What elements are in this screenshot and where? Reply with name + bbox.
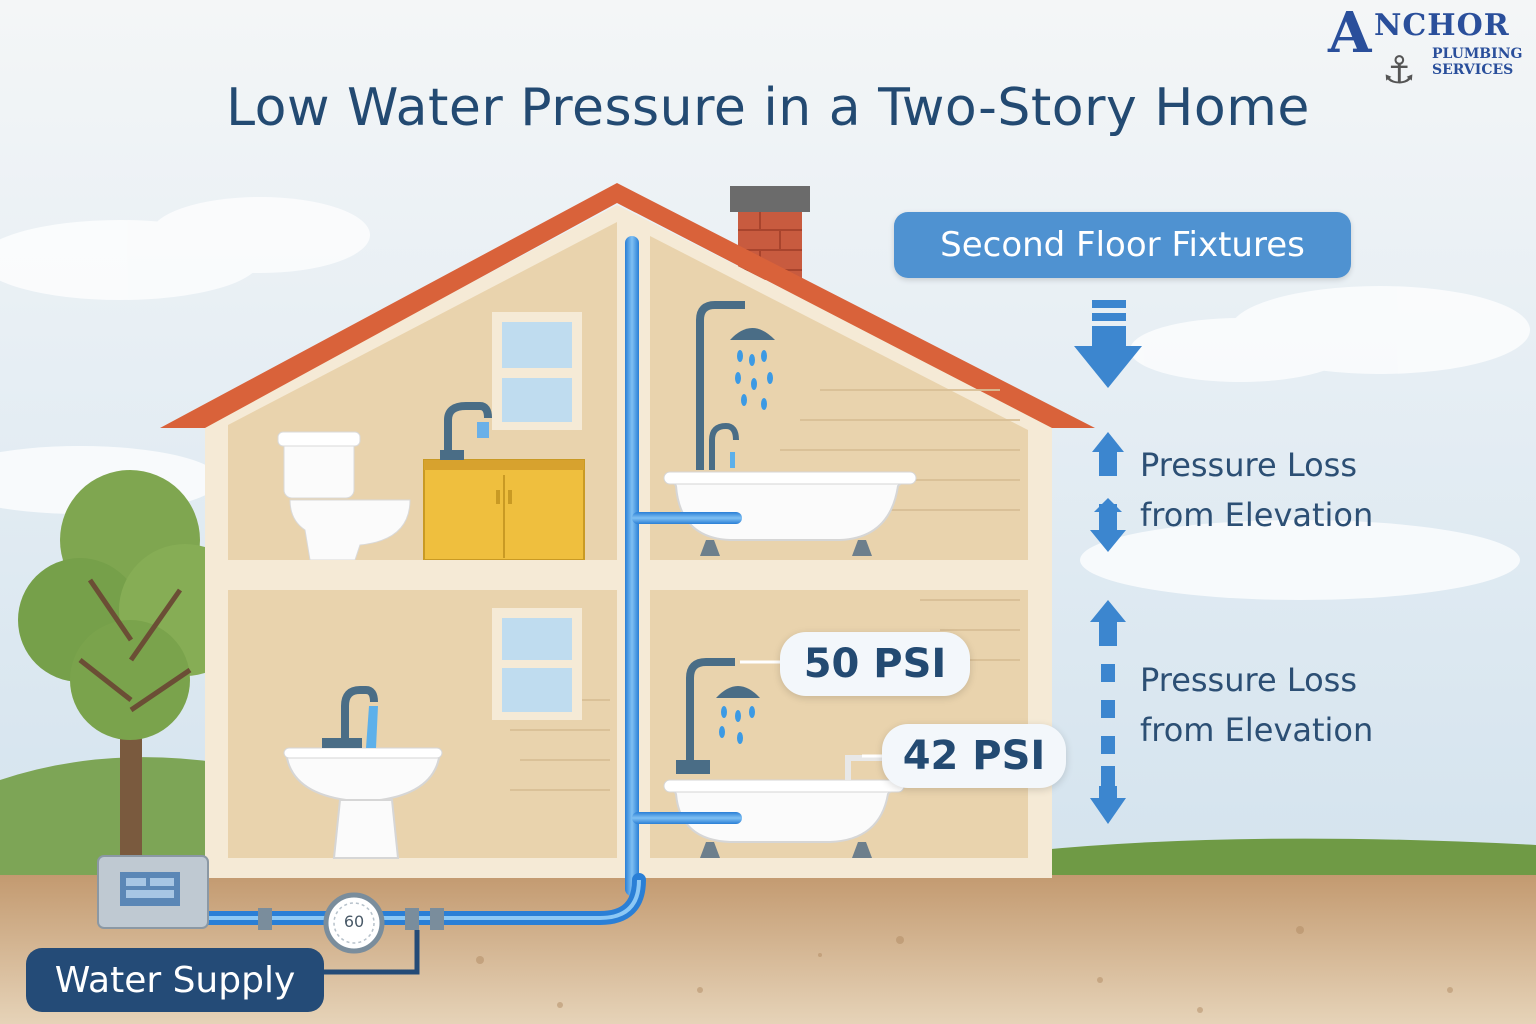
elevation-arrows-1 bbox=[1090, 432, 1126, 552]
pressure-loss-1-line1: Pressure Loss bbox=[1140, 446, 1357, 484]
window-upper bbox=[492, 312, 582, 430]
pressure-loss-2-line2: from Elevation bbox=[1140, 711, 1374, 749]
pedestal-sink bbox=[283, 686, 443, 859]
right-grass bbox=[1040, 838, 1536, 880]
page-title: Low Water Pressure in a Two-Story Home bbox=[226, 78, 1310, 138]
down-arrow-top bbox=[1074, 300, 1142, 388]
elevation-arrows-2 bbox=[1090, 600, 1126, 824]
company-logo: A NCHOR ⚓ PLUMBING SERVICES bbox=[1328, 0, 1532, 96]
pressure-loss-1-line2: from Elevation bbox=[1140, 496, 1374, 534]
pressure-gauge bbox=[323, 892, 385, 954]
pressure-loss-2-line1: Pressure Loss bbox=[1140, 661, 1357, 699]
psi-upper-badge: 50 PSI bbox=[780, 632, 970, 696]
window-lower bbox=[492, 608, 582, 720]
pressure-loss-note-2: Pressure Loss from Elevation bbox=[1140, 655, 1373, 755]
logo-name: NCHOR bbox=[1374, 8, 1510, 43]
logo-tagline: PLUMBING SERVICES bbox=[1432, 46, 1522, 78]
gauge-reading: 60 bbox=[343, 912, 365, 931]
lower-shower bbox=[676, 658, 760, 774]
pressure-loss-note-1: Pressure Loss from Elevation bbox=[1140, 440, 1373, 540]
logo-initial: A bbox=[1328, 0, 1372, 66]
lower-bathtub bbox=[663, 755, 905, 858]
toilet bbox=[277, 431, 411, 561]
vanity-cabinet bbox=[423, 402, 585, 561]
water-meter-box bbox=[97, 855, 209, 929]
logo-line-plumbing: PLUMBING bbox=[1432, 46, 1523, 62]
upper-shower bbox=[696, 301, 775, 470]
water-supply-label: Water Supply bbox=[26, 948, 324, 1012]
psi-lower-badge: 42 PSI bbox=[882, 724, 1066, 788]
anchor-icon: ⚓ bbox=[1382, 48, 1417, 92]
second-floor-label: Second Floor Fixtures bbox=[894, 212, 1351, 278]
logo-line-services: SERVICES bbox=[1432, 62, 1514, 78]
water-pipe bbox=[183, 236, 742, 975]
